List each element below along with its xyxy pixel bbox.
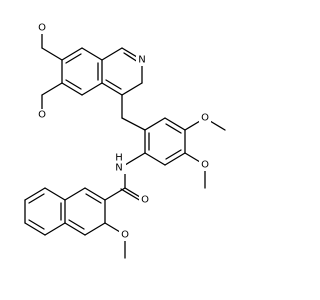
bond (101, 47, 123, 61)
bond (81, 82, 103, 96)
bond (44, 187, 66, 201)
bond (28, 219, 45, 230)
bond (68, 219, 85, 230)
bond (64, 222, 86, 236)
atom-labels-group: O O N O O H N O O (36, 22, 211, 241)
atom-label-h: H (115, 153, 123, 164)
atom-label-n: N (115, 163, 122, 174)
bond (65, 53, 82, 64)
bond (28, 193, 45, 204)
bond (44, 222, 66, 236)
atom-label-o: O (201, 160, 209, 171)
bond (144, 117, 166, 131)
bond (164, 117, 186, 131)
molecule-structure-diagram: O O N O O H N O O (24, 22, 226, 259)
bond (61, 47, 83, 61)
bond (101, 82, 123, 96)
bond (123, 52, 139, 63)
bond (121, 117, 146, 131)
bond (41, 47, 63, 61)
bond (165, 149, 182, 160)
bond (84, 222, 106, 236)
bond (104, 187, 126, 201)
atom-label-n: N (138, 55, 145, 66)
bond (144, 152, 166, 166)
bond (124, 152, 146, 166)
bond (24, 222, 46, 236)
bond (85, 193, 102, 204)
bond (164, 152, 186, 166)
bond (61, 82, 83, 96)
atom-label-o: O (141, 195, 149, 206)
bond (121, 82, 143, 96)
bond (65, 79, 82, 90)
bonds-group (24, 27, 226, 259)
bond (41, 82, 63, 96)
bond (84, 187, 106, 201)
bond (165, 123, 182, 134)
atom-label-o: O (121, 230, 129, 241)
bond (24, 187, 46, 201)
atom-label-o: O (201, 113, 209, 124)
bond (105, 79, 122, 90)
bond (81, 47, 103, 61)
atom-label-o: O (38, 23, 46, 34)
bond (64, 187, 86, 201)
atom-label-o: O (38, 110, 46, 121)
bond (120, 188, 142, 202)
